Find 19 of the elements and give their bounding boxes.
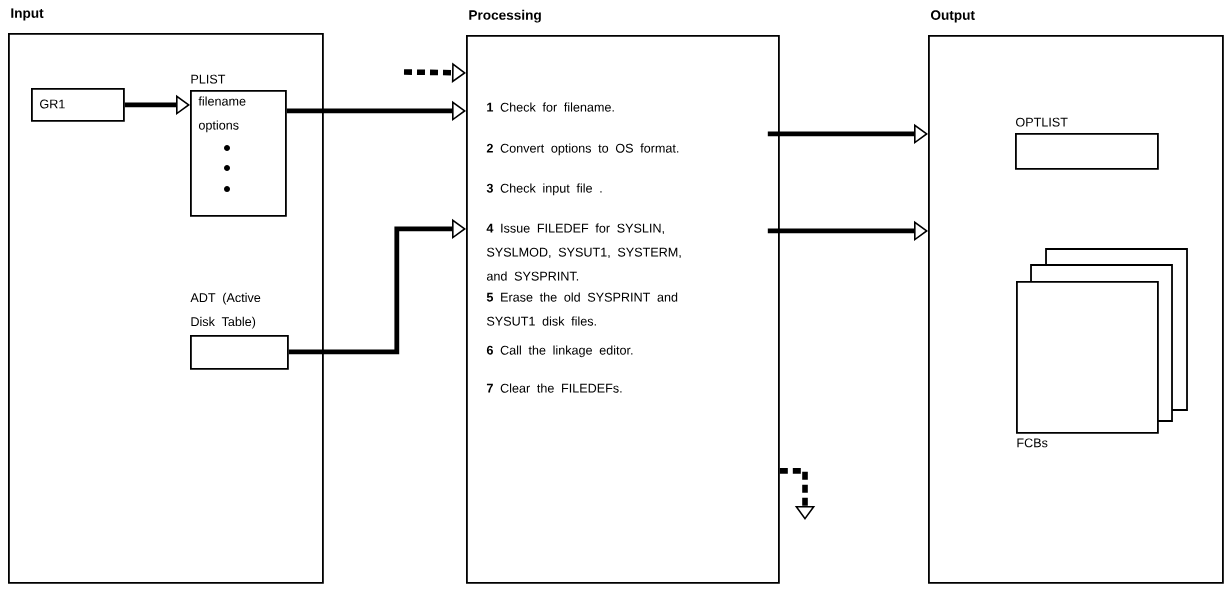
step-text: 6 Call the linkage editor.: [486, 345, 633, 358]
box-heading: OPTLIST: [1016, 117, 1068, 127]
panel-heading: Output: [931, 10, 975, 23]
step-text: 3 Check input file .: [486, 183, 602, 196]
step-text: 7 Clear the FILEDEFs.: [486, 383, 622, 393]
box-heading: PLIST: [191, 74, 226, 84]
step-text: 2 Convert options to OS format.: [486, 143, 679, 156]
arrow: [288, 218, 466, 355]
arrow: [779, 468, 816, 520]
box-text: filename options: [198, 96, 246, 133]
box-heading: ADT (Active Disk Table): [190, 292, 261, 329]
process-box: GR1: [31, 88, 125, 122]
arrow: [403, 62, 466, 83]
step-text: 4 Issue FILEDEF for SYSLIN, SYSLMOD, SYSUT1, SYSTERM, and SYSPRINT.: [486, 223, 681, 281]
panel-heading: Input: [11, 8, 44, 21]
panel-heading: Processing: [469, 9, 541, 23]
step-text: 5 Erase the old SYSPRINT and SYSUT1 disk files.: [486, 292, 678, 326]
box-heading: FCBs: [1017, 438, 1048, 448]
step-text: 1 Check for filename.: [487, 102, 614, 112]
